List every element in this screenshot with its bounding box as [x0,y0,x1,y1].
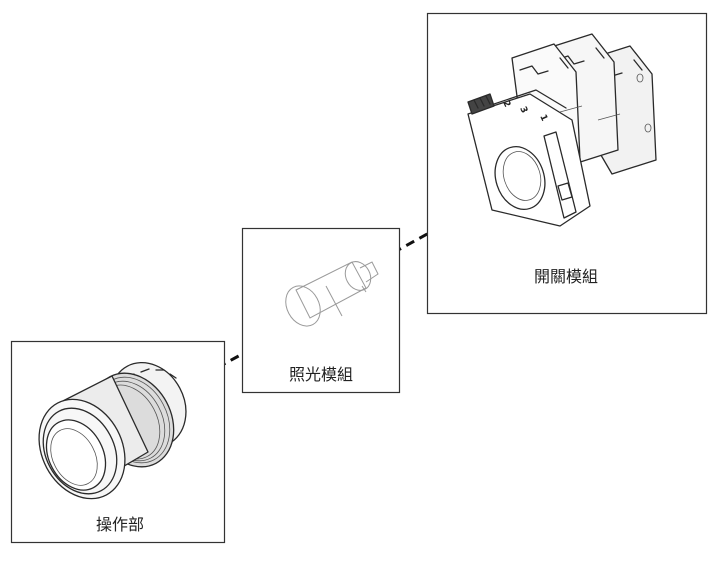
lighting-module-frame [241,227,401,394]
terminal-marking-1: 1 [537,113,549,123]
terminal-marking-2: 2 [500,99,512,109]
lamp-bulb-drawing [285,261,379,327]
operator-module-label: 操作部 [96,515,144,534]
lighting-module-panel: 照光模組 [241,227,401,394]
terminal-marking-3: 3 [517,105,529,115]
pushbutton-operator-drawing [38,361,187,500]
lighting-module-label: 照光模組 [289,365,353,384]
switch-module-panel: 1 3 2 開關模組 [426,12,708,315]
operator-module-panel: 操作部 [10,340,226,544]
switch-module-label: 開關模組 [534,267,598,286]
switch-block-drawing [467,33,657,227]
